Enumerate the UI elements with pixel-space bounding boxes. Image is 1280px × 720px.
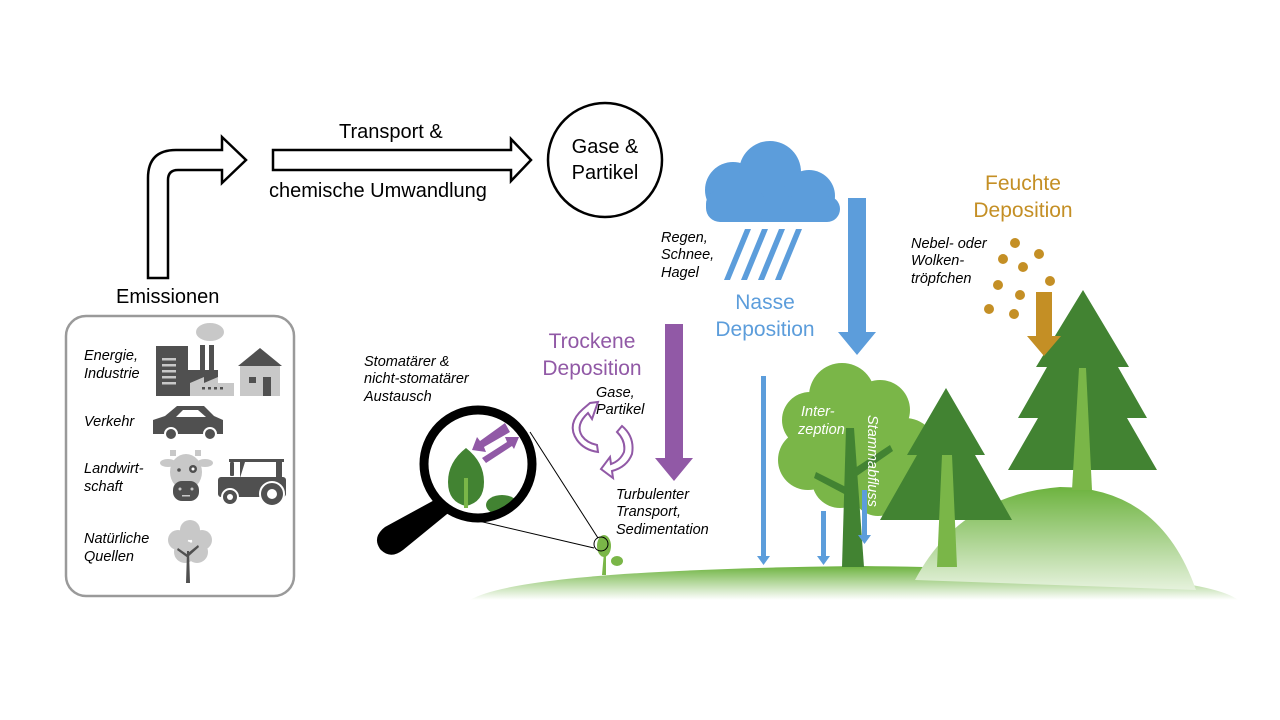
interception-label: Inter- zeption <box>798 403 845 439</box>
gases-particles-line2: Partikel <box>571 162 639 184</box>
moist-deposition-title: Feuchte Deposition <box>958 170 1088 225</box>
precip-line2: Schnee, <box>661 247 715 264</box>
transport-label-top: Transport & <box>339 121 443 143</box>
stemflow-label: Stammabfluss <box>864 415 880 507</box>
exchange-line1: Stomatärer & <box>364 354 450 370</box>
source-natural-line1: Natürliche <box>84 531 150 547</box>
magnifier-icon <box>376 405 599 555</box>
interception-line2: zeption <box>798 422 845 439</box>
dry-title-line1: Trockene <box>548 330 636 353</box>
car-icon <box>153 406 223 441</box>
source-agriculture-line2: schaft <box>84 479 123 496</box>
source-energy-line1: Energie, <box>84 348 139 364</box>
gases-particles-circle <box>546 101 664 219</box>
fog-droplets-label: Nebel- oder Wolken- tröpfchen <box>911 236 987 288</box>
dry-gases-label: Gase, Partikel <box>596 385 644 420</box>
wet-title-line2: Deposition <box>715 318 815 342</box>
transport-arrow <box>271 135 533 185</box>
cloud-icon <box>705 141 840 222</box>
precipitation-label: Regen, Schnee, Hagel <box>661 230 714 282</box>
source-energy-label: Energie, Industrie <box>84 347 140 383</box>
fog-line3: tröpfchen <box>911 270 972 287</box>
turbulent-line1: Turbulenter <box>616 487 690 503</box>
rain-streaks-icon <box>724 229 802 280</box>
source-agriculture-label: Landwirt- schaft <box>84 460 144 496</box>
turbulent-line3: Sedimentation <box>616 521 709 538</box>
gases-particles-line1: Gase & <box>571 136 639 158</box>
wet-deposition-arrow <box>838 198 876 355</box>
moist-deposition-arrow <box>1027 292 1061 356</box>
tractor-icon <box>218 459 286 507</box>
source-natural-line2: Quellen <box>84 549 134 566</box>
dry-title-line2: Deposition <box>542 357 642 381</box>
moist-title-line2: Deposition <box>973 199 1073 223</box>
wet-deposition-title: Nasse Deposition <box>700 289 830 344</box>
dry-deposition-title: Trockene Deposition <box>532 328 652 383</box>
exchange-line2: nicht-stomatärer <box>364 371 469 388</box>
dry-gases-line1: Gase, <box>596 385 635 401</box>
throughfall-arrows <box>757 376 871 565</box>
gases-particles-label: Gase & Partikel <box>555 134 655 186</box>
fog-droplets-icon <box>984 238 1055 319</box>
source-traffic-label: Verkehr <box>84 414 135 430</box>
fog-line2: Wolken- <box>911 253 965 270</box>
natural-tree-icon <box>168 520 212 583</box>
source-energy-line2: Industrie <box>84 366 140 383</box>
dry-deposition-arrow <box>655 324 693 481</box>
factory-icon <box>156 323 234 396</box>
wet-title-line1: Nasse <box>735 291 795 314</box>
transport-label-bottom: chemische Umwandlung <box>269 180 487 202</box>
cow-icon <box>160 450 213 501</box>
dry-gases-line2: Partikel <box>596 402 645 419</box>
emission-arrow <box>146 134 248 280</box>
source-natural-label: Natürliche Quellen <box>84 530 149 566</box>
stomatal-exchange-label: Stomatärer & nicht-stomatärer Austausch <box>364 354 469 406</box>
sprout-icon <box>593 535 623 575</box>
fir-tree-small <box>880 388 1012 567</box>
precip-line3: Hagel <box>661 264 699 281</box>
turbulent-transport-label: Turbulenter Transport, Sedimentation <box>616 487 709 539</box>
moist-title-line1: Feuchte <box>985 172 1061 195</box>
house-icon <box>238 348 282 396</box>
fir-tree-large <box>1008 290 1157 490</box>
interception-line1: Inter- <box>801 404 835 420</box>
turbulent-line2: Transport, <box>616 504 682 521</box>
precip-line1: Regen, <box>661 230 708 246</box>
turbulence-arrows-icon <box>571 400 634 481</box>
exchange-line3: Austausch <box>364 388 432 405</box>
fog-line1: Nebel- oder <box>911 236 987 252</box>
emissions-label: Emissionen <box>116 286 220 308</box>
source-agriculture-line1: Landwirt- <box>84 461 144 477</box>
